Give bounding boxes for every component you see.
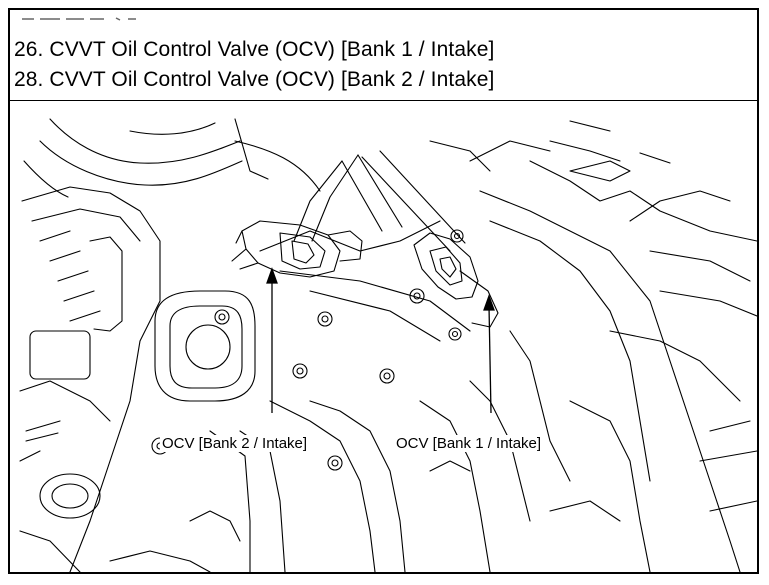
callout-ocv-bank2: OCV [Bank 2 / Intake] xyxy=(160,435,310,452)
figure-frame: 26. CVVT Oil Control Valve (OCV) [Bank 1… xyxy=(8,8,759,574)
callout-ocv-bank1: OCV [Bank 1 / Intake] xyxy=(394,435,544,452)
header-line-bank1: 26. CVVT Oil Control Valve (OCV) [Bank 1… xyxy=(14,38,495,61)
engine-diagram: OCV [Bank 2 / Intake] OCV [Bank 1 / Inta… xyxy=(10,101,757,572)
figure-header: 26. CVVT Oil Control Valve (OCV) [Bank 1… xyxy=(10,10,757,101)
header-scratch-marks xyxy=(22,17,136,21)
engine-line-drawing xyxy=(19,118,757,572)
header-line-bank2: 28. CVVT Oil Control Valve (OCV) [Bank 2… xyxy=(14,68,495,91)
